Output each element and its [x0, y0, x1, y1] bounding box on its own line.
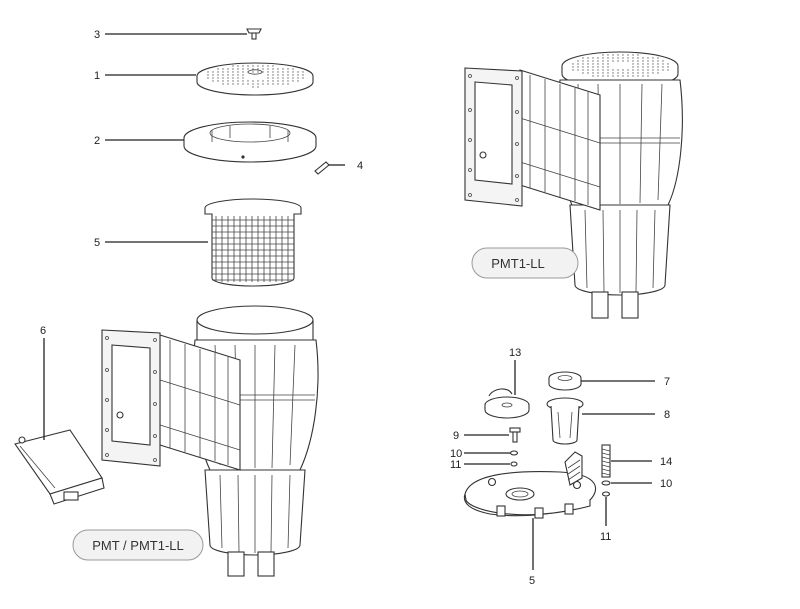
part-4-pin [314, 161, 330, 175]
model-label-variant: PMT1-LL [471, 247, 579, 279]
callout-11-right: 11 [600, 531, 611, 543]
callout-9: 9 [453, 430, 459, 442]
callout-6: 6 [40, 325, 46, 337]
callout-10-left: 10 [450, 448, 462, 460]
part-5-basket [204, 198, 302, 287]
part-3-screw [246, 28, 262, 40]
callout-3: 3 [94, 29, 100, 41]
lid-perforations [207, 65, 304, 88]
callout-14: 14 [660, 456, 672, 468]
part-14-rod [601, 444, 611, 478]
part-6-flap [14, 429, 105, 505]
part-5-base-plate [463, 451, 597, 519]
model-label-variant-text: PMT1-LL [491, 256, 544, 271]
skimmer-body-variant [464, 51, 683, 319]
callout-5-basket: 5 [94, 237, 100, 249]
basket-mesh [212, 216, 294, 282]
skimmer-body-main [101, 305, 319, 577]
callout-4: 4 [357, 160, 363, 172]
callout-1: 1 [94, 70, 100, 82]
part-11-nut-left [510, 461, 518, 467]
part-1-lid [196, 62, 314, 96]
model-label-main-text: PMT / PMT1-LL [92, 538, 184, 553]
callout-2: 2 [94, 135, 100, 147]
part-11-nut-right [601, 491, 611, 497]
part-10-washer-left [509, 450, 519, 456]
part-9-screw [509, 427, 521, 443]
callout-11-left: 11 [450, 459, 461, 471]
callout-5-base: 5 [529, 575, 535, 587]
variant-lid-perforations [572, 54, 669, 77]
part-10-washer-right [601, 480, 611, 486]
callout-7: 7 [664, 376, 670, 388]
part-2-ring [183, 121, 317, 163]
callout-10-right: 10 [660, 478, 672, 490]
part-7-ring [548, 371, 582, 391]
model-label-main: PMT / PMT1-LL [72, 529, 204, 561]
callout-13: 13 [509, 347, 521, 359]
part-8-valve [546, 397, 584, 445]
callout-8: 8 [664, 409, 670, 421]
part-13-disc [484, 388, 530, 419]
